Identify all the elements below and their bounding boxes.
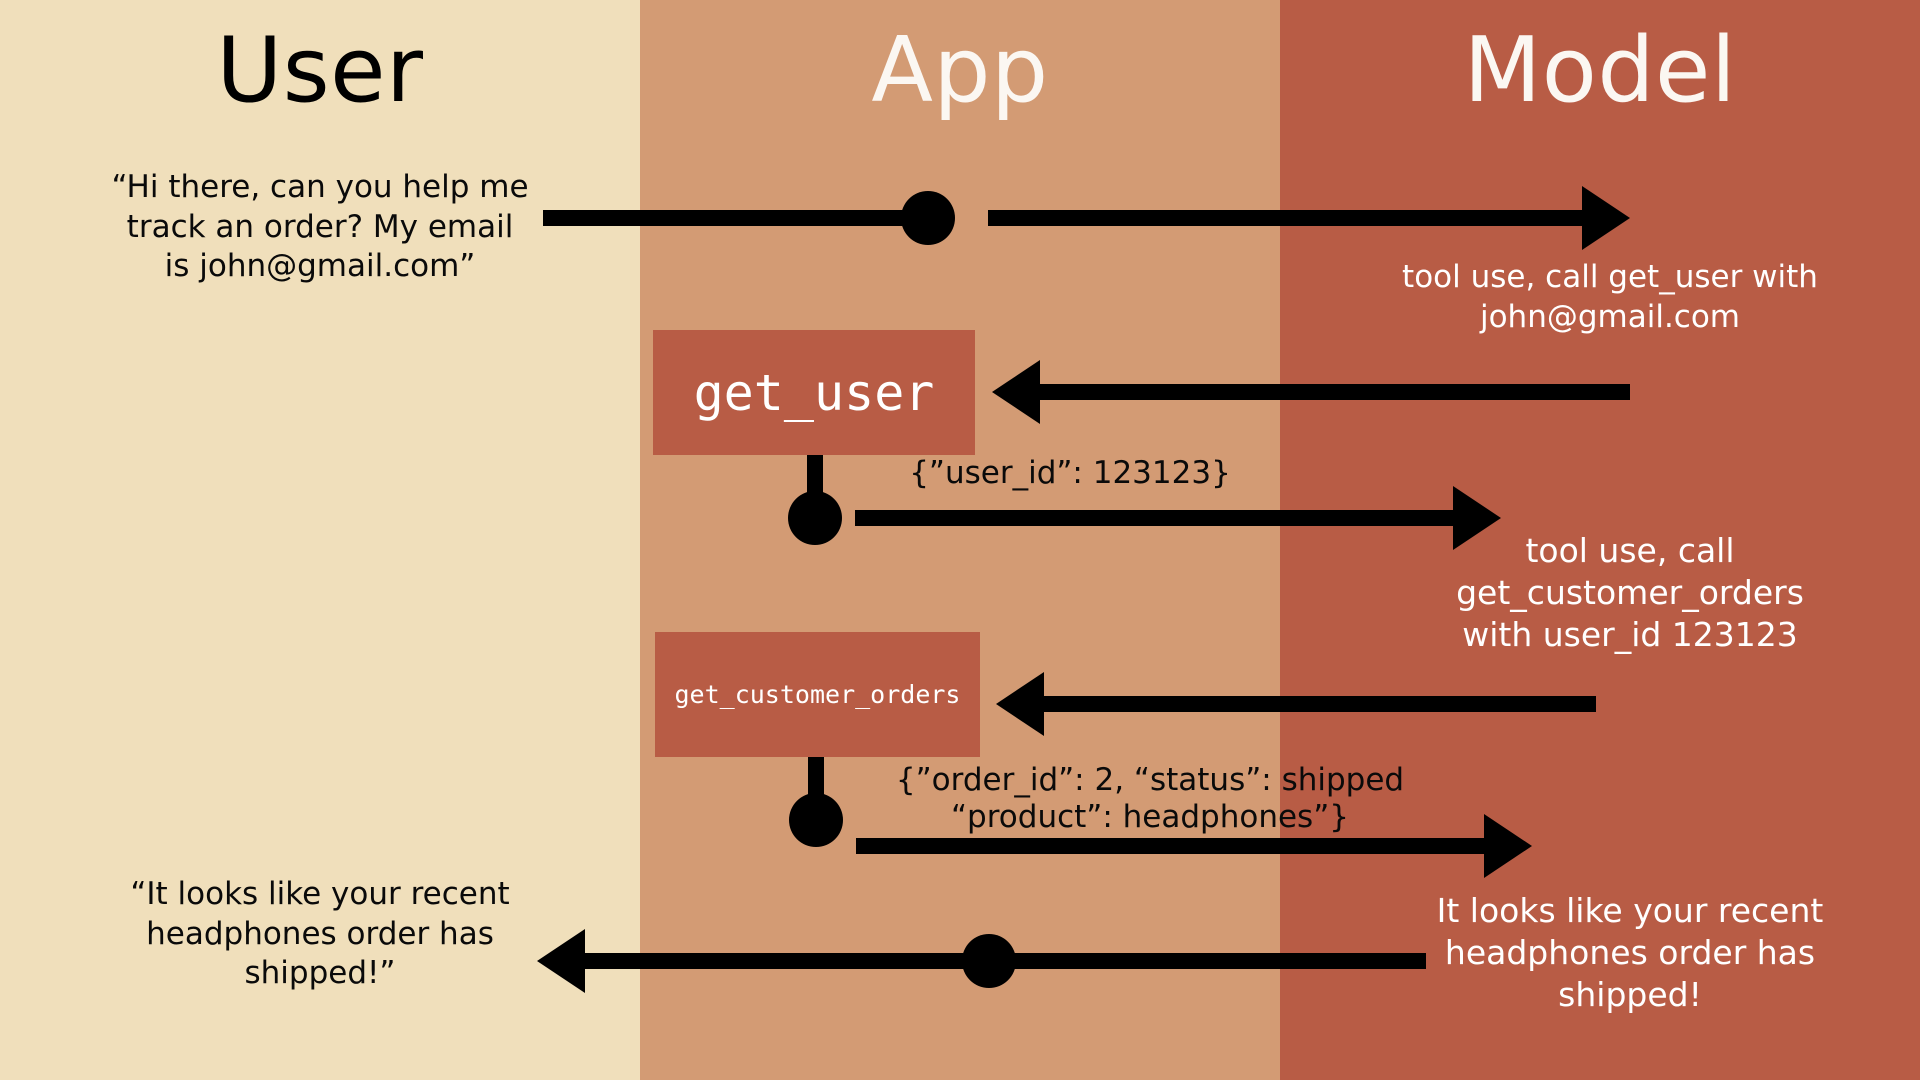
arrow-right-icon-step3	[1453, 486, 1501, 550]
lane-title-model: Model	[1463, 18, 1737, 123]
junction-dot-step3	[788, 491, 842, 545]
connector-user-to-app-shaft	[543, 210, 928, 226]
lane-title-user: User	[216, 18, 424, 123]
lane-model	[1280, 0, 1920, 1080]
connector-app-to-model-shaft	[988, 210, 1584, 226]
message-model-tool-call-2: tool use, call get_customer_orders with …	[1456, 531, 1804, 655]
connector-model-to-app-shaft-3	[1006, 953, 1426, 969]
connector-model-to-app-shaft-1	[1040, 384, 1630, 400]
lane-user	[0, 0, 640, 1080]
message-model-final: It looks like your recent headphones ord…	[1436, 891, 1824, 1015]
lane-title-app: App	[871, 18, 1049, 123]
payload-order-result: {”order_id”: 2, “status”: shipped “produ…	[895, 762, 1405, 835]
arrow-left-icon-step4	[996, 672, 1044, 736]
arrow-right-icon-step1	[1582, 186, 1630, 250]
connector-model-to-app-shaft-2	[1044, 696, 1596, 712]
tool-box-get-customer-orders-label: get_customer_orders	[674, 680, 961, 709]
arrow-right-icon-step5	[1484, 814, 1532, 878]
arrow-left-icon-step2	[992, 360, 1040, 424]
junction-dot-step5	[789, 793, 843, 847]
lane-app	[640, 0, 1280, 1080]
connector-app-to-model-shaft-3	[856, 838, 1486, 854]
tool-box-get-user[interactable]: get_user	[653, 330, 975, 455]
connector-app-to-model-shaft-2	[855, 510, 1455, 526]
message-model-tool-call-1: tool use, call get_user with john@gmail.…	[1402, 259, 1818, 335]
junction-dot-step1	[901, 191, 955, 245]
arrow-left-icon-step6	[537, 929, 585, 993]
tool-box-get-customer-orders[interactable]: get_customer_orders	[655, 632, 980, 757]
connector-app-to-user-shaft	[585, 953, 975, 969]
message-user-request: “Hi there, can you help me track an orde…	[111, 169, 529, 285]
tool-box-get-user-label: get_user	[693, 363, 935, 422]
payload-user-id-result: {”user_id”: 123123}	[909, 455, 1231, 491]
message-user-final: “It looks like your recent headphones or…	[130, 876, 510, 992]
